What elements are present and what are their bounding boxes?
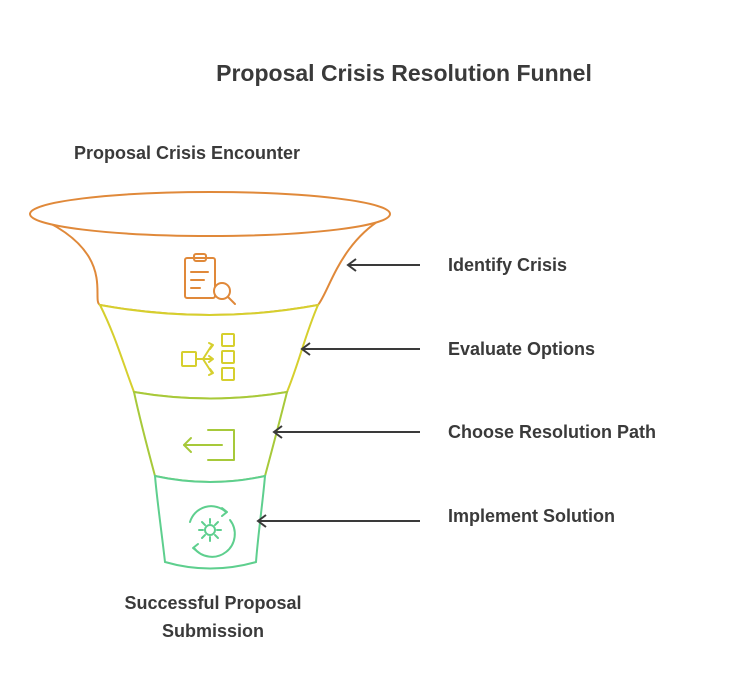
- arrow-evaluate: [300, 342, 420, 356]
- stage-label-implement: Implement Solution: [448, 506, 616, 526]
- stage-label-choose: Choose Resolution Path: [448, 422, 657, 442]
- arrow-choose: [272, 425, 420, 439]
- diagram-title: Proposal Crisis Resolution Funnel: [216, 60, 592, 86]
- bottom-label-line2: Submission: [161, 621, 264, 641]
- funnel-stage-choose: [132, 390, 289, 483]
- exit-arrow-icon: [183, 429, 235, 461]
- decision-tree-icon: [181, 333, 235, 381]
- funnel-stage-evaluate: [98, 303, 320, 400]
- funnel-top-label: Proposal Crisis Encounter: [74, 143, 301, 163]
- stage-label-identify: Identify Crisis: [448, 255, 568, 275]
- cycle-gear-icon: [189, 505, 236, 558]
- stage-label-evaluate: Evaluate Options: [448, 339, 596, 359]
- arrow-identify: [346, 258, 420, 272]
- funnel-bottom-label: Successful Proposal Submission: [68, 589, 358, 645]
- funnel-stage-identify: [29, 191, 391, 316]
- bottom-label-line1: Successful Proposal: [124, 593, 302, 613]
- arrow-implement: [256, 514, 420, 528]
- clipboard-search-icon: [184, 253, 236, 305]
